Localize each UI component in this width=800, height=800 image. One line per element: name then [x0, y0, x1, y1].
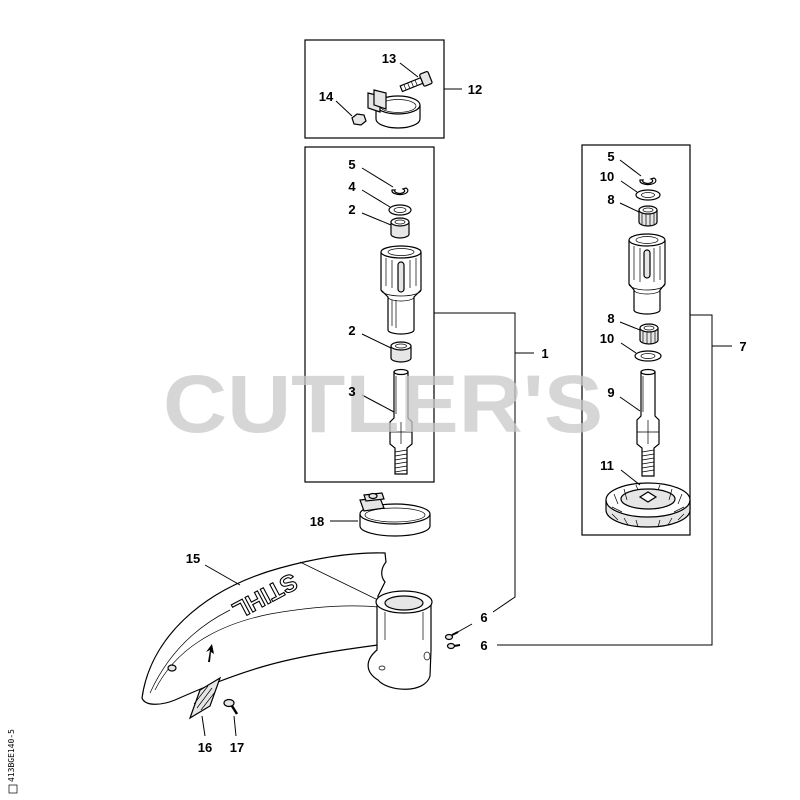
- leader-line-10-bottom: [620, 342, 637, 354]
- leader-line-5-left: [361, 167, 394, 188]
- callout-1: 1: [541, 346, 548, 361]
- callout-13: 13: [382, 51, 396, 66]
- leader-line-2-top: [361, 212, 392, 226]
- leader-line-2-bottom: [361, 333, 392, 349]
- callout-6-b: 6: [480, 638, 487, 653]
- leader-line-17: [233, 715, 237, 737]
- callout-7: 7: [739, 339, 746, 354]
- direction-arrow-icon: [206, 644, 214, 662]
- callout-4: 4: [348, 179, 356, 194]
- leader-line-8-top: [619, 202, 640, 213]
- assembly-frame-1: [304, 146, 435, 483]
- gear-assembly-box-7: [581, 144, 691, 536]
- callout-12: 12: [468, 82, 482, 97]
- leader-line-14: [335, 100, 353, 117]
- circlip-part-5-right: [639, 177, 657, 186]
- deflector-guard-part-15: STIHL: [141, 552, 433, 705]
- leader-line-13: [399, 62, 419, 78]
- leader-line-10-top: [620, 180, 638, 193]
- callout-17: 17: [230, 740, 244, 755]
- callout-8-top: 8: [607, 192, 614, 207]
- gear-housing-part: [380, 245, 422, 335]
- needle-bearing-part-8-bottom: [639, 323, 659, 345]
- leader-line-3: [361, 394, 395, 413]
- callout-6-a: 6: [480, 610, 487, 625]
- assembly-frame-7: [581, 144, 691, 536]
- wear-plate-part-16: [188, 676, 222, 720]
- clamp-band-part-12: [367, 89, 421, 129]
- hose-clamp-part-18: [359, 492, 431, 537]
- leader-line-5-right: [619, 159, 642, 177]
- bracket-line-1: [434, 312, 516, 613]
- circlip-part-5: [391, 187, 409, 196]
- callout-5-left: 5: [348, 157, 355, 172]
- callout-15: 15: [186, 551, 200, 566]
- callout-9: 9: [607, 385, 614, 400]
- callout-16: 16: [198, 740, 212, 755]
- bushing-part-2-bottom: [390, 341, 412, 363]
- drive-shaft-part-3: [389, 368, 413, 475]
- leader-line-9: [619, 396, 641, 412]
- thrust-plate-part-11: [605, 482, 691, 528]
- drive-shaft-part-9: [636, 368, 660, 477]
- watermark-text: CUTLER'S: [163, 359, 603, 450]
- gear-assembly-box-1: [304, 146, 435, 483]
- screw-part-17: [223, 698, 239, 715]
- leader-line-15: [204, 564, 241, 586]
- callout-labels: 13 14 12 5 4 2 2 3 1 5 10 8 8 10 9 11 7 …: [186, 51, 747, 755]
- screw-part-6-a: [444, 623, 473, 641]
- callout-14: 14: [319, 89, 334, 104]
- callout-10-bottom: 10: [600, 331, 614, 346]
- callout-10-top: 10: [600, 169, 614, 184]
- callout-5-right: 5: [607, 149, 614, 164]
- bracket-line-7: [497, 314, 713, 646]
- screw-part-6-b: [446, 642, 461, 650]
- washer-part-10-top: [635, 189, 661, 201]
- leader-line-11: [620, 469, 641, 486]
- clamp-assembly-box: [304, 39, 462, 139]
- bushing-part-2-top: [390, 217, 410, 239]
- callout-3: 3: [348, 384, 355, 399]
- leader-line-16: [201, 715, 206, 737]
- callout-11: 11: [600, 458, 614, 473]
- callout-2-top: 2: [348, 202, 355, 217]
- needle-bearing-part-8-top: [638, 205, 658, 227]
- nut-part-14: [351, 113, 367, 126]
- screw-part-13: [399, 70, 433, 93]
- leader-line-4: [361, 189, 391, 208]
- callout-8-bottom: 8: [607, 311, 614, 326]
- washer-part-4: [388, 204, 412, 216]
- drawing-code-box: [8, 784, 18, 794]
- washer-part-10-bottom: [634, 350, 662, 362]
- gear-housing-part-right: [628, 233, 666, 315]
- leader-line-8-bottom: [619, 321, 641, 331]
- drawing-code-text: 413BGE140-5: [7, 729, 16, 782]
- callout-18: 18: [310, 514, 324, 529]
- callout-2-bottom: 2: [348, 323, 355, 338]
